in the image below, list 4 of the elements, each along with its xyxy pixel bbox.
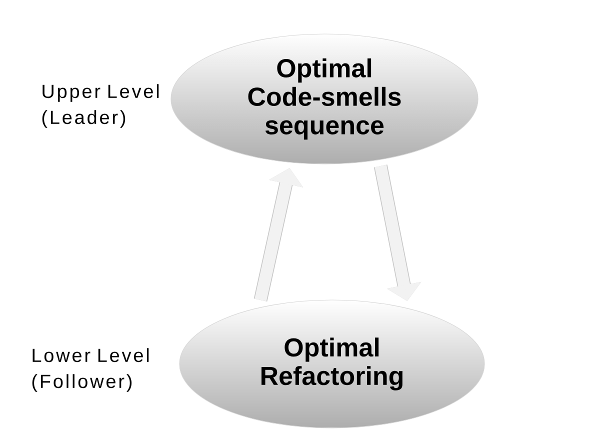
ellipse-node: Optimal Refactoring [179,300,485,428]
level-label: Lower Level (Follower) [32,348,149,392]
ellipse-node: Optimal Code-smells sequence [170,34,478,164]
level-label: Upper Level (Leader) [42,84,159,128]
